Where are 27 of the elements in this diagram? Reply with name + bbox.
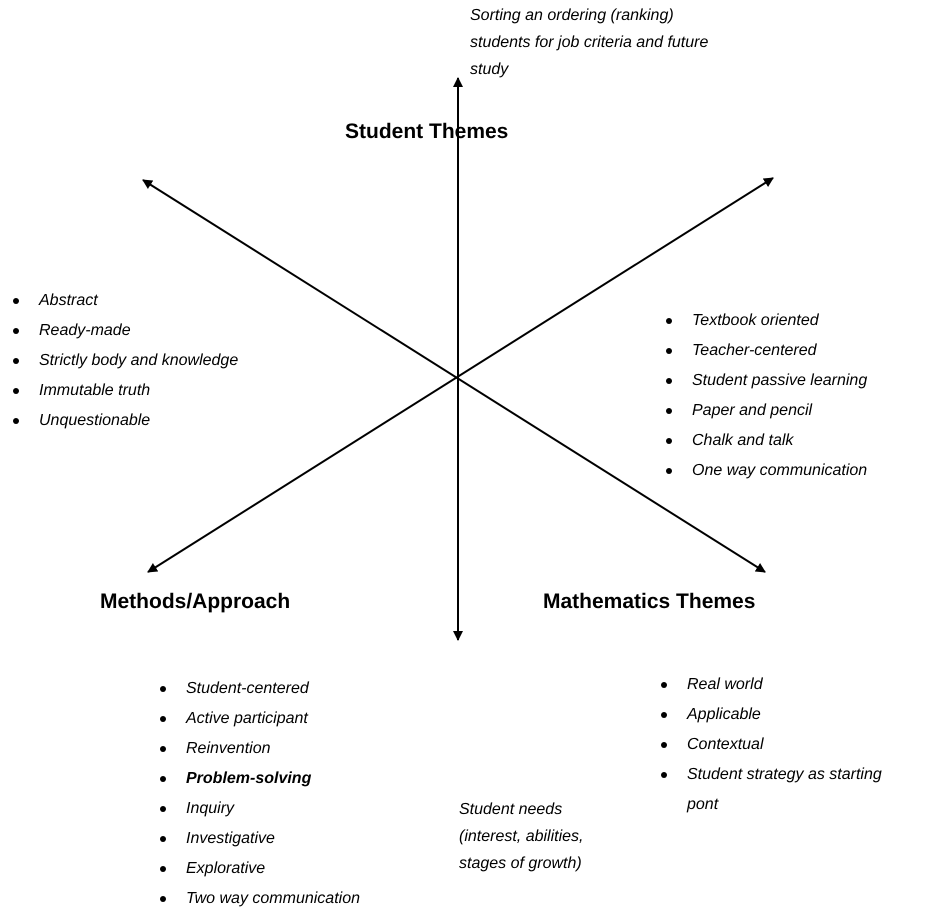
axis-note: Sorting an ordering (ranking) students for job criteria and future study	[470, 6, 710, 80]
bullet-item: Problem-solving	[152, 764, 452, 794]
bullet-item: Abstract	[5, 286, 335, 316]
bullet-item: Active participant	[152, 704, 452, 734]
bullet-item: Textbook oriented	[658, 306, 945, 336]
bullet-item: Reinvention	[152, 734, 452, 764]
bullet-item: Ready-made	[5, 316, 335, 346]
bullet-item: Explorative	[152, 854, 452, 884]
bullet-item: Inquiry	[152, 794, 452, 824]
section-heading: Mathematics Themes	[543, 590, 756, 614]
bullet-item: Student strategy as starting pont	[653, 760, 893, 820]
bullet-item: Applicable	[653, 700, 893, 730]
bullet-item: Student passive learning	[658, 366, 945, 396]
bullet-item: Student-centered	[152, 674, 452, 704]
bullet-item: Immutable truth	[5, 376, 335, 406]
bullet-item: Unquestionable	[5, 406, 335, 436]
bullet-item: Paper and pencil	[658, 396, 945, 426]
bullet-item: Teacher-centered	[658, 336, 945, 366]
bullet-item: Two way communication	[152, 884, 452, 914]
bullet-item: Investigative	[152, 824, 452, 854]
bullet-item: Chalk and talk	[658, 426, 945, 456]
axis-note: Student needs (interest, abilities, stages of growth)	[459, 800, 584, 874]
bullet-item: Strictly body and knowledge	[5, 346, 335, 376]
section-heading: Methods/Approach	[100, 590, 290, 614]
bullet-item: Real world	[653, 670, 893, 700]
bullet-item: One way communication	[658, 456, 945, 486]
bullet-item: Contextual	[653, 730, 893, 760]
